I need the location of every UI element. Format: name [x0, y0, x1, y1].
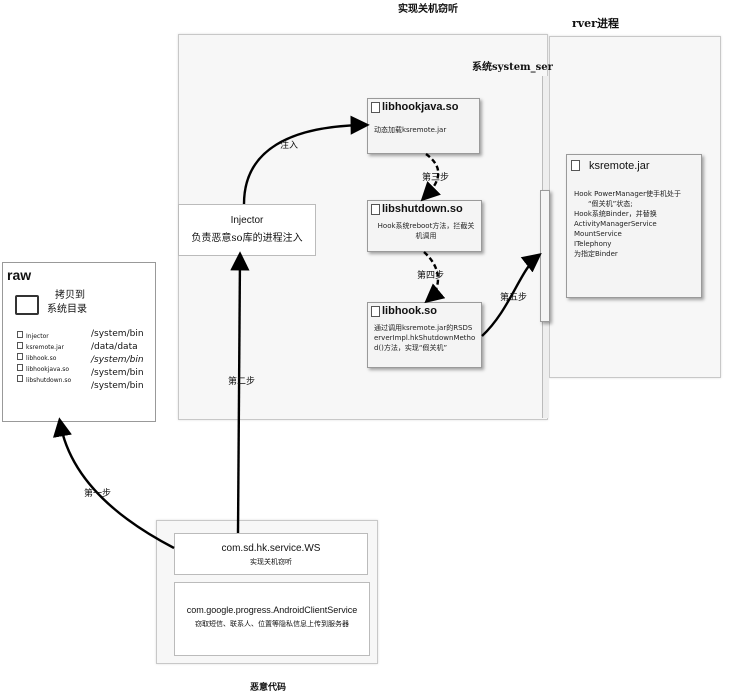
- file-item-label: Injector: [26, 333, 49, 340]
- libhookjava-title: libhookjava.so: [382, 101, 459, 113]
- file-item-label: libshutdown.so: [26, 377, 72, 384]
- file-item-label: libhookjava.so: [26, 366, 70, 373]
- file-item: ksremote.jar: [17, 342, 71, 353]
- malicious-caption: 恶意代码: [250, 683, 287, 693]
- ws-box: com.sd.hk.service.WS 实现关机窃听: [174, 533, 368, 575]
- ksremote-title: ksremote.jar: [589, 160, 650, 172]
- file-list: Injector ksremote.jar libhook.so libhook…: [17, 331, 71, 386]
- step4-arrow: [423, 251, 446, 304]
- path-item: /system/bin: [91, 329, 144, 339]
- acs-desc: 窃取短信、联系人、位置等隐私信息上传到服务器: [195, 620, 349, 628]
- top-caption: 实现关机窃听: [398, 4, 458, 15]
- path-list: /system/bin /data/data /system/bin /syst…: [91, 328, 144, 393]
- path-item: /system/bin: [91, 355, 144, 365]
- ws-title: com.sd.hk.service.WS: [221, 543, 321, 554]
- step1-label: 第一步: [84, 489, 112, 499]
- step5-label: 第五步: [500, 293, 528, 303]
- ksremote-desc-line: MountService: [574, 230, 622, 238]
- ksremote-desc-line: Hook PowerManager使手机处于: [574, 190, 681, 198]
- file-item: libshutdown.so: [17, 375, 71, 386]
- path-item: /system/bin: [91, 381, 144, 391]
- raw-panel: raw 拷贝到 系统目录 Injector ksremote.jar libho…: [2, 262, 156, 422]
- ksremote-desc-line: ITelephony: [574, 240, 612, 248]
- file-icon: [371, 306, 380, 317]
- folder-icon: [15, 295, 39, 315]
- ksremote-desc-line: ActivityManagerService: [574, 220, 657, 228]
- raw-title: raw: [7, 267, 32, 283]
- file-item: libhook.so: [17, 353, 71, 364]
- ksremote-desc: Hook PowerManager使手机处于 “假关机”状态; Hook系统Bi…: [574, 189, 700, 259]
- path-item: /data/data: [91, 342, 138, 352]
- step1-arrow: [52, 417, 175, 550]
- file-item-label: libhook.so: [26, 355, 57, 362]
- acs-box: com.google.progress.AndroidClientService…: [174, 582, 370, 656]
- file-item: Injector: [17, 331, 71, 342]
- ws-desc: 实现关机窃听: [250, 558, 292, 566]
- file-item-label: ksremote.jar: [26, 344, 64, 351]
- copy-label: 拷贝到 系统目录: [47, 289, 87, 317]
- ksremote-desc-line: “假关机”状态;: [588, 200, 633, 208]
- step3-arrow: [420, 153, 441, 202]
- ksremote-desc-line: Hook系统Binder，并替换: [574, 210, 657, 218]
- ksremote-node: ksremote.jar Hook PowerManager使手机处于 “假关机…: [566, 154, 702, 298]
- inject-arrow: [242, 115, 370, 205]
- file-icon: [371, 102, 380, 113]
- system-server-title: 系统system_ser: [472, 62, 553, 73]
- ksremote-desc-line: 为指定Binder: [574, 250, 618, 258]
- step5-arrow: [481, 253, 542, 337]
- file-item: libhookjava.so: [17, 364, 71, 375]
- copy-label-line1: 拷贝到: [55, 290, 85, 301]
- file-icon: [571, 160, 580, 171]
- file-icon: [371, 204, 380, 215]
- libhookjava-desc: 动态加载ksremote.jar: [374, 126, 447, 134]
- libhook-node: libhook.so 通过调用ksremote.jar的RSDServerImp…: [367, 302, 482, 368]
- path-item: /system/bin: [91, 368, 144, 378]
- injector-desc: 负责恶意so库的进程注入: [191, 233, 303, 244]
- acs-title: com.google.progress.AndroidClientService: [186, 605, 358, 615]
- libhook-title: libhook.so: [382, 305, 437, 317]
- step4-label: 第四步: [417, 271, 445, 281]
- step2-label: 第二步: [228, 377, 256, 387]
- inject-label: 注入: [280, 141, 299, 151]
- libhook-desc: 通过调用ksremote.jar的RSDServerImpl.hkShutdow…: [374, 324, 476, 352]
- libshutdown-desc: Hook系统reboot方法，拦截关机调用: [377, 222, 475, 240]
- step3-label: 第三步: [422, 173, 450, 183]
- step2-arrow: [230, 251, 250, 534]
- server-process-title: rver进程: [572, 17, 619, 30]
- libshutdown-title: libshutdown.so: [382, 203, 463, 215]
- injector-title: Injector: [230, 215, 264, 226]
- copy-label-line2: 系统目录: [47, 304, 87, 315]
